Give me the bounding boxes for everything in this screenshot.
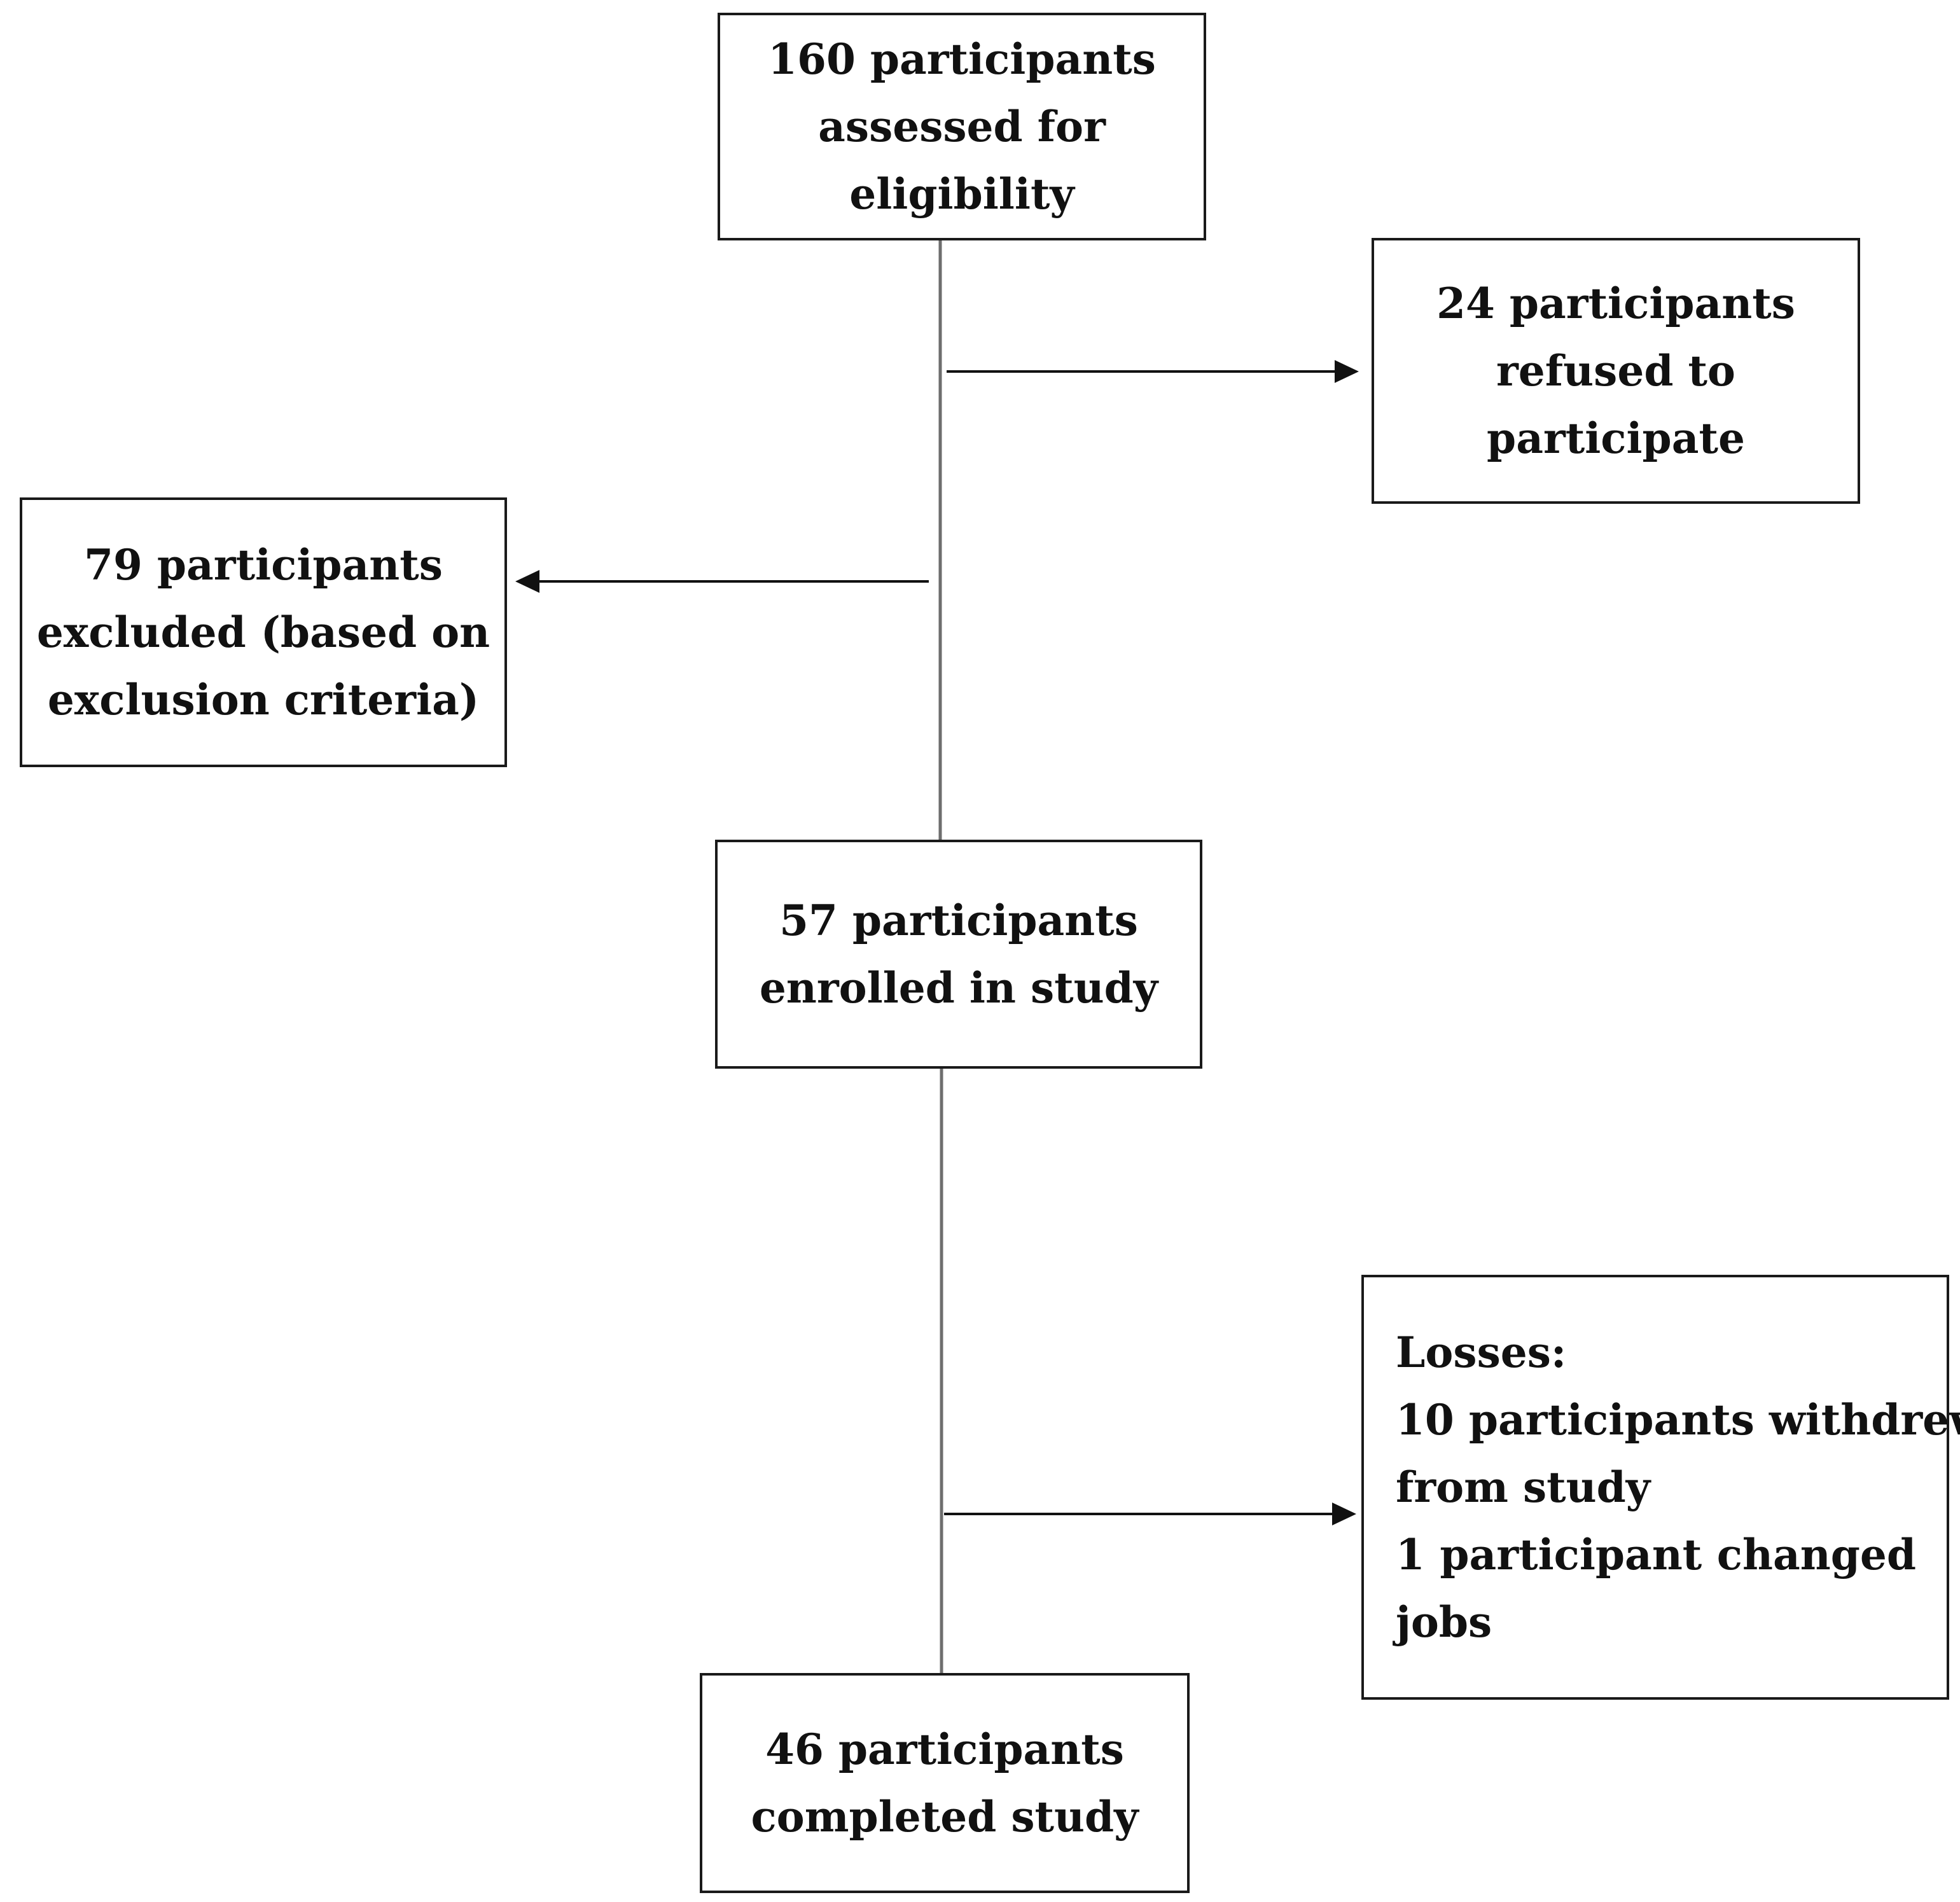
node-losses-line-4: jobs xyxy=(1396,1597,1492,1647)
node-completed-study: 46 participants completed study xyxy=(700,1673,1190,1893)
node-losses-line-3-word-1: 1 xyxy=(1396,1530,1425,1579)
node-excluded-line-1: 79 participants xyxy=(84,540,443,590)
node-enrolled-line-2: enrolled in study xyxy=(759,963,1158,1013)
node-assessed-line-3: eligibility xyxy=(849,169,1074,219)
node-assessed-line-1: 160 participants xyxy=(768,34,1156,84)
node-losses-line-3-word-2: participant xyxy=(1440,1530,1702,1579)
node-completed-line-2: completed study xyxy=(751,1792,1139,1842)
node-enrolled-line-1: 57 participants xyxy=(779,896,1138,945)
node-refused-to-participate: 24 participants refused to participate xyxy=(1372,238,1860,504)
arrowhead-refused xyxy=(1335,360,1359,383)
node-refused-line-3: participate xyxy=(1487,413,1745,463)
node-losses-line-1: 10 participants withdrew xyxy=(1396,1395,1960,1445)
node-excluded-line-2: excluded (based on xyxy=(36,607,490,657)
node-refused-line-1: 24 participants xyxy=(1436,279,1795,328)
node-losses-heading: Losses: xyxy=(1396,1328,1567,1377)
arrowhead-excluded xyxy=(515,570,539,593)
node-losses-line-3: 1 participant changed xyxy=(1396,1521,1916,1588)
node-losses-line-3-word-3: changed xyxy=(1716,1530,1916,1579)
node-assessed-line-2: assessed for xyxy=(818,102,1106,151)
node-losses-line-2: from study xyxy=(1396,1462,1651,1512)
node-refused-line-2: refused to xyxy=(1496,346,1735,396)
node-excluded: 79 participants excluded (based on exclu… xyxy=(20,497,507,767)
node-assessed-for-eligibility: 160 participants assessed for eligibilit… xyxy=(718,13,1206,240)
node-enrolled-in-study: 57 participants enrolled in study xyxy=(715,840,1202,1069)
node-excluded-line-3: exclusion criteria) xyxy=(47,675,480,725)
node-completed-line-1: 46 participants xyxy=(765,1725,1124,1774)
node-losses: Losses: 10 participants withdrew from st… xyxy=(1361,1275,1960,1700)
arrowhead-losses xyxy=(1332,1503,1356,1525)
